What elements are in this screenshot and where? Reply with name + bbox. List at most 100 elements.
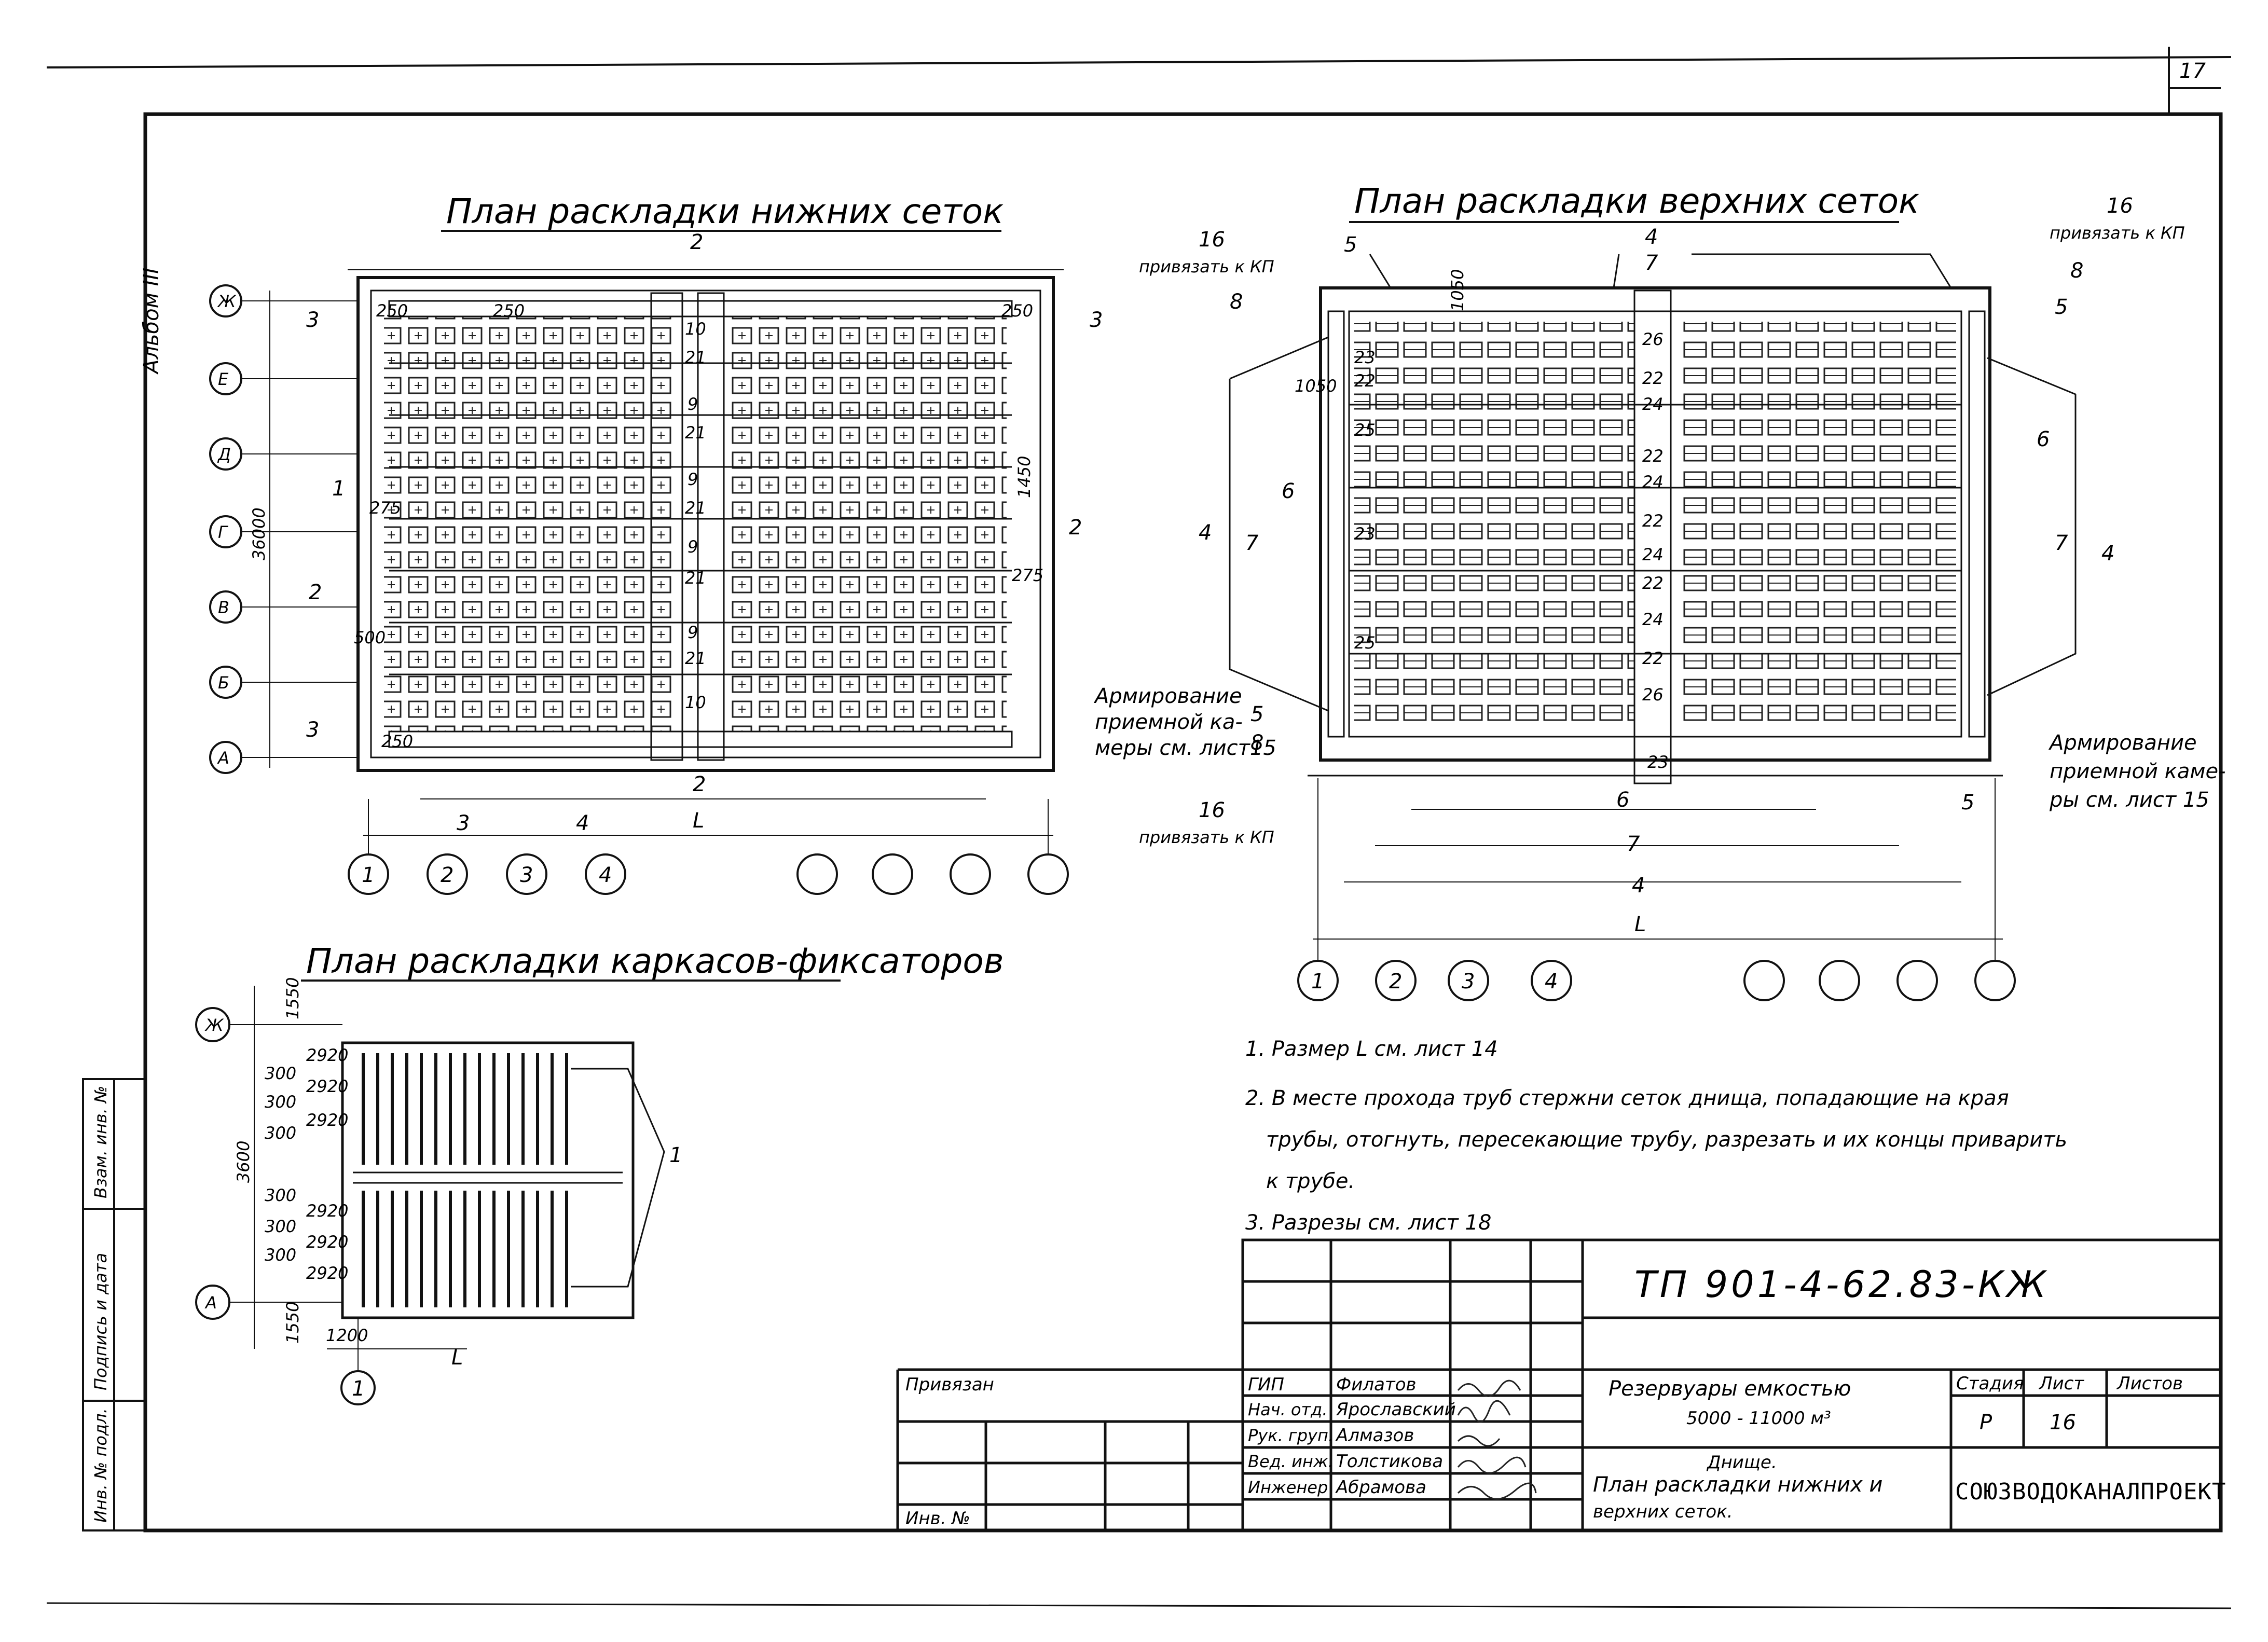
title-bound: Привязан xyxy=(905,1374,994,1395)
title-name-2: Алмазов xyxy=(1335,1425,1414,1446)
frame-dim-2920-a: 2920 xyxy=(306,1045,348,1065)
frame-dim-1550-bot: 1550 xyxy=(283,1302,303,1344)
lower-dim-275-a: 275 xyxy=(369,498,401,518)
title-name-0: Филатов xyxy=(1336,1374,1417,1395)
frame-dim-total: 3600 xyxy=(233,1141,253,1183)
title-sheet-name-1: Днище. xyxy=(1706,1452,1777,1473)
lower-lbl-3-c: 3 xyxy=(306,718,319,742)
lower-note-chamber-2: приемной ка- xyxy=(1095,710,1243,734)
lower-axis-b: Б xyxy=(218,673,229,693)
lower-dim-250-b: 250 xyxy=(493,301,525,321)
upper-lbl-4-right: 4 xyxy=(2101,542,2114,565)
frame-dim-300-d: 300 xyxy=(265,1185,296,1205)
lower-lbl-3-b: 3 xyxy=(1090,308,1103,332)
title-sheet-value: 16 xyxy=(2050,1411,2076,1434)
lower-lbl-9-d: 9 xyxy=(688,623,698,642)
lower-plan-outline xyxy=(348,269,1064,772)
frame-dim-300-c: 300 xyxy=(265,1123,296,1143)
lower-dim-total: 36000 xyxy=(249,507,269,560)
lower-axis-a: А xyxy=(217,748,229,768)
lower-dim-250-d: 250 xyxy=(381,732,413,751)
lower-mesh-grid-right xyxy=(726,316,1007,732)
lower-lbl-21-b: 21 xyxy=(685,423,706,443)
upper-lbl-4-bot: 4 xyxy=(1632,874,1645,898)
upper-lbl-8-b: 8 xyxy=(1250,731,1263,755)
title-doc-code: ТП 901-4-62.83-КЖ xyxy=(1634,1263,2049,1306)
lower-mesh-grid-left xyxy=(384,316,675,732)
upper-dim-1050-b: 1050 xyxy=(1448,269,1467,311)
note-2b: трубы, отогнуть, пересекающие трубу, раз… xyxy=(1266,1128,2067,1152)
upper-bind-kp-c: привязать к КП xyxy=(1139,827,1274,847)
title-role-2: Рук. груп. xyxy=(1248,1426,1334,1445)
lower-lbl-10-a: 10 xyxy=(685,319,706,339)
upper-note-chamber-3: ры см. лист 15 xyxy=(2049,788,2209,812)
frame-dim-2920-d: 2920 xyxy=(306,1201,348,1221)
upper-lbl-8-a: 8 xyxy=(1230,290,1243,314)
frame-fixator-bars xyxy=(362,1053,568,1307)
frame-dim-l: L xyxy=(451,1346,463,1370)
upper-lbl-23-bot: 23 xyxy=(1647,752,1669,772)
lower-plan-title: План раскладки нижних сеток xyxy=(446,191,1004,231)
sheet-frame xyxy=(46,47,2232,1609)
upper-bind-kp-b: привязать к КП xyxy=(2050,223,2185,243)
title-block xyxy=(896,1238,2222,1532)
title-object-2: 5000 - 11000 м³ xyxy=(1686,1408,1831,1429)
lower-lbl-9-b: 9 xyxy=(688,470,698,489)
frame-axis-1: 1 xyxy=(352,1377,365,1401)
lower-sec-2: 2 xyxy=(309,581,322,604)
lower-lbl-9-a: 9 xyxy=(688,394,698,414)
frame-axis-zh: Ж xyxy=(204,1015,224,1035)
upper-col-3: 3 xyxy=(1462,970,1475,994)
frame-mark-1: 1 xyxy=(669,1143,682,1167)
upper-dim-1050-a: 1050 xyxy=(1295,376,1337,396)
upper-lbl-22-f: 22 xyxy=(1354,371,1376,391)
lower-sec-3: 3 xyxy=(457,811,470,835)
upper-col-4: 4 xyxy=(1545,970,1558,994)
note-1: 1. Размер L см. лист 14 xyxy=(1245,1037,1498,1061)
lower-dim-250-c: 250 xyxy=(1001,301,1033,321)
lower-axis-zh: Ж xyxy=(217,292,237,311)
upper-mesh-strips xyxy=(1229,253,2077,784)
lower-lbl-2-top: 2 xyxy=(690,230,703,254)
lower-dim-275-b: 275 xyxy=(1012,565,1043,585)
lower-axis-e: Е xyxy=(218,369,229,389)
lower-dim-500: 500 xyxy=(354,628,386,647)
upper-bind-kp-a: привязать к КП xyxy=(1139,257,1274,277)
lower-note-chamber-1: Армирование xyxy=(1093,684,1242,708)
lower-dim-1450: 1450 xyxy=(1014,456,1034,498)
frame-plan-title: План раскладки каркасов-фиксаторов xyxy=(306,941,1004,981)
frame-dim-2920-e: 2920 xyxy=(306,1232,348,1252)
upper-lbl-7-left: 7 xyxy=(1245,531,1259,555)
title-name-1: Ярославский xyxy=(1336,1399,1456,1420)
upper-lbl-26-a: 26 xyxy=(1642,329,1664,349)
title-role-3: Вед. инж. xyxy=(1248,1452,1334,1471)
upper-lbl-7-bot: 7 xyxy=(1627,832,1640,856)
frame-dim-300-e: 300 xyxy=(265,1217,296,1236)
lower-col-1: 1 xyxy=(362,863,375,887)
sheet-number: 17 xyxy=(2179,59,2206,83)
upper-note-chamber-2: приемной каме- xyxy=(2050,760,2226,783)
upper-lbl-8-c: 8 xyxy=(2070,259,2083,283)
lower-lbl-2-bot: 2 xyxy=(693,772,706,796)
upper-lbl-6-bot: 6 xyxy=(1616,788,1629,812)
lower-sec-4: 4 xyxy=(576,811,589,835)
title-sheet-header: Лист xyxy=(2038,1373,2084,1394)
lower-lbl-10-b: 10 xyxy=(685,693,706,712)
frame-plan: План раскладки каркасов-фиксаторов Ж А 1… xyxy=(195,941,1004,1405)
frame-dim-2920-b: 2920 xyxy=(306,1077,348,1096)
upper-lbl-23-b: 23 xyxy=(1354,524,1376,544)
side-stamp-inv: Инв. № подл. xyxy=(91,1408,111,1523)
title-role-4: Инженер xyxy=(1248,1478,1328,1497)
lower-axis-d: Д xyxy=(217,445,231,464)
lower-note-chamber-3: меры см. лист15 xyxy=(1095,736,1276,760)
notes: 1. Размер L см. лист 14 2. В месте прохо… xyxy=(1245,1037,2067,1235)
lower-lbl-3-a: 3 xyxy=(306,308,319,332)
title-inv: Инв. № xyxy=(905,1508,970,1529)
lower-dim-250-a: 250 xyxy=(376,301,408,321)
title-stage-value: Р xyxy=(1980,1411,1992,1434)
upper-lbl-6-right: 6 xyxy=(2037,427,2050,451)
title-organization: СОЮЗВОДОКАНАЛПРОЕКТ xyxy=(1955,1479,2226,1505)
upper-lbl-22-d: 22 xyxy=(1642,573,1664,593)
lower-lbl-21-e: 21 xyxy=(685,648,706,668)
title-sheet-name-2: План раскладки нижних и xyxy=(1593,1473,1882,1497)
